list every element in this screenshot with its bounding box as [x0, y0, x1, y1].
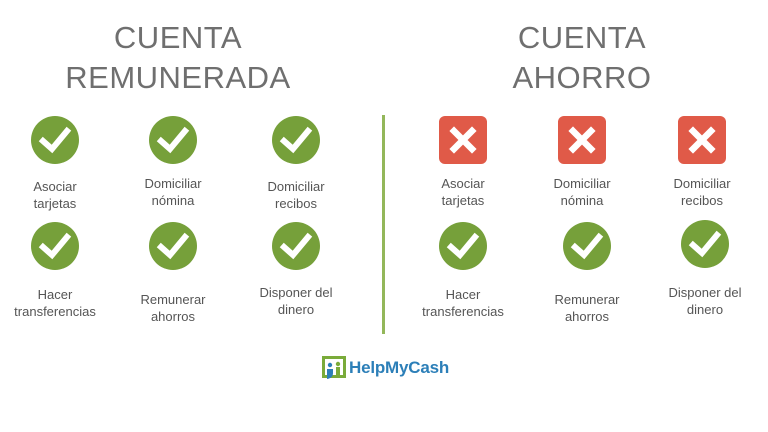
feature-item: Hacer transferencias — [0, 222, 115, 320]
feature-item: Domiciliar recibos — [642, 116, 762, 209]
right-title: CUENTA AHORRO — [432, 18, 732, 98]
cross-icon — [439, 116, 487, 164]
helpmycash-logo: HelpMyCash — [322, 355, 449, 381]
feature-label: Domiciliar — [673, 176, 731, 191]
check-icon — [149, 116, 197, 164]
feature-label: Asociar — [441, 176, 485, 191]
feature-label: Domiciliar — [267, 179, 325, 194]
feature-label: Hacer — [445, 287, 481, 302]
cross-icon — [558, 116, 606, 164]
feature-label: ahorros — [150, 309, 196, 324]
feature-label: nómina — [560, 193, 604, 208]
feature-label: dinero — [277, 302, 315, 317]
feature-item: Domiciliar nómina — [522, 116, 642, 209]
right-title-line2: AHORRO — [512, 60, 652, 95]
cross-icon — [678, 116, 726, 164]
check-icon — [272, 222, 320, 270]
feature-label: Domiciliar — [553, 176, 611, 191]
feature-label: Hacer — [37, 287, 73, 302]
feature-label: Disponer del — [668, 285, 742, 300]
feature-item: Domiciliar nómina — [113, 116, 233, 209]
feature-label: transferencias — [422, 304, 504, 319]
right-title-line1: CUENTA — [517, 20, 647, 55]
feature-label: Asociar — [33, 179, 77, 194]
logo-text: HelpMyCash — [349, 358, 450, 377]
feature-item: Disponer del dinero — [645, 220, 765, 318]
feature-item: Remunerar ahorros — [113, 222, 233, 325]
check-icon — [272, 116, 320, 164]
feature-item: Disponer del dinero — [236, 222, 356, 318]
feature-label: transferencias — [14, 304, 96, 319]
feature-item: Asociar tarjetas — [403, 116, 523, 209]
left-title-line1: CUENTA — [113, 20, 243, 55]
feature-label: Domiciliar — [144, 176, 202, 191]
feature-label: recibos — [681, 193, 723, 208]
feature-item: Domiciliar recibos — [236, 116, 356, 212]
feature-label: tarjetas — [441, 193, 485, 208]
feature-label: Remunerar — [140, 292, 206, 307]
check-icon — [31, 222, 79, 270]
feature-label: ahorros — [564, 309, 610, 324]
check-icon — [563, 222, 611, 270]
feature-label: Remunerar — [554, 292, 620, 307]
column-divider — [382, 115, 385, 334]
feature-label: nómina — [151, 193, 195, 208]
check-icon — [439, 222, 487, 270]
feature-item: Hacer transferencias — [403, 222, 523, 320]
check-icon — [149, 222, 197, 270]
feature-label: Disponer del — [259, 285, 333, 300]
feature-item: Remunerar ahorros — [527, 222, 647, 325]
feature-label: tarjetas — [33, 196, 77, 211]
left-title-line2: REMUNERADA — [65, 60, 291, 95]
helpmycash-logo-icon — [322, 356, 346, 379]
check-icon — [681, 220, 729, 268]
feature-item: Asociar tarjetas — [0, 116, 115, 212]
left-title: CUENTA REMUNERADA — [28, 18, 328, 98]
feature-label: dinero — [686, 302, 724, 317]
feature-label: recibos — [275, 196, 317, 211]
check-icon — [31, 116, 79, 164]
